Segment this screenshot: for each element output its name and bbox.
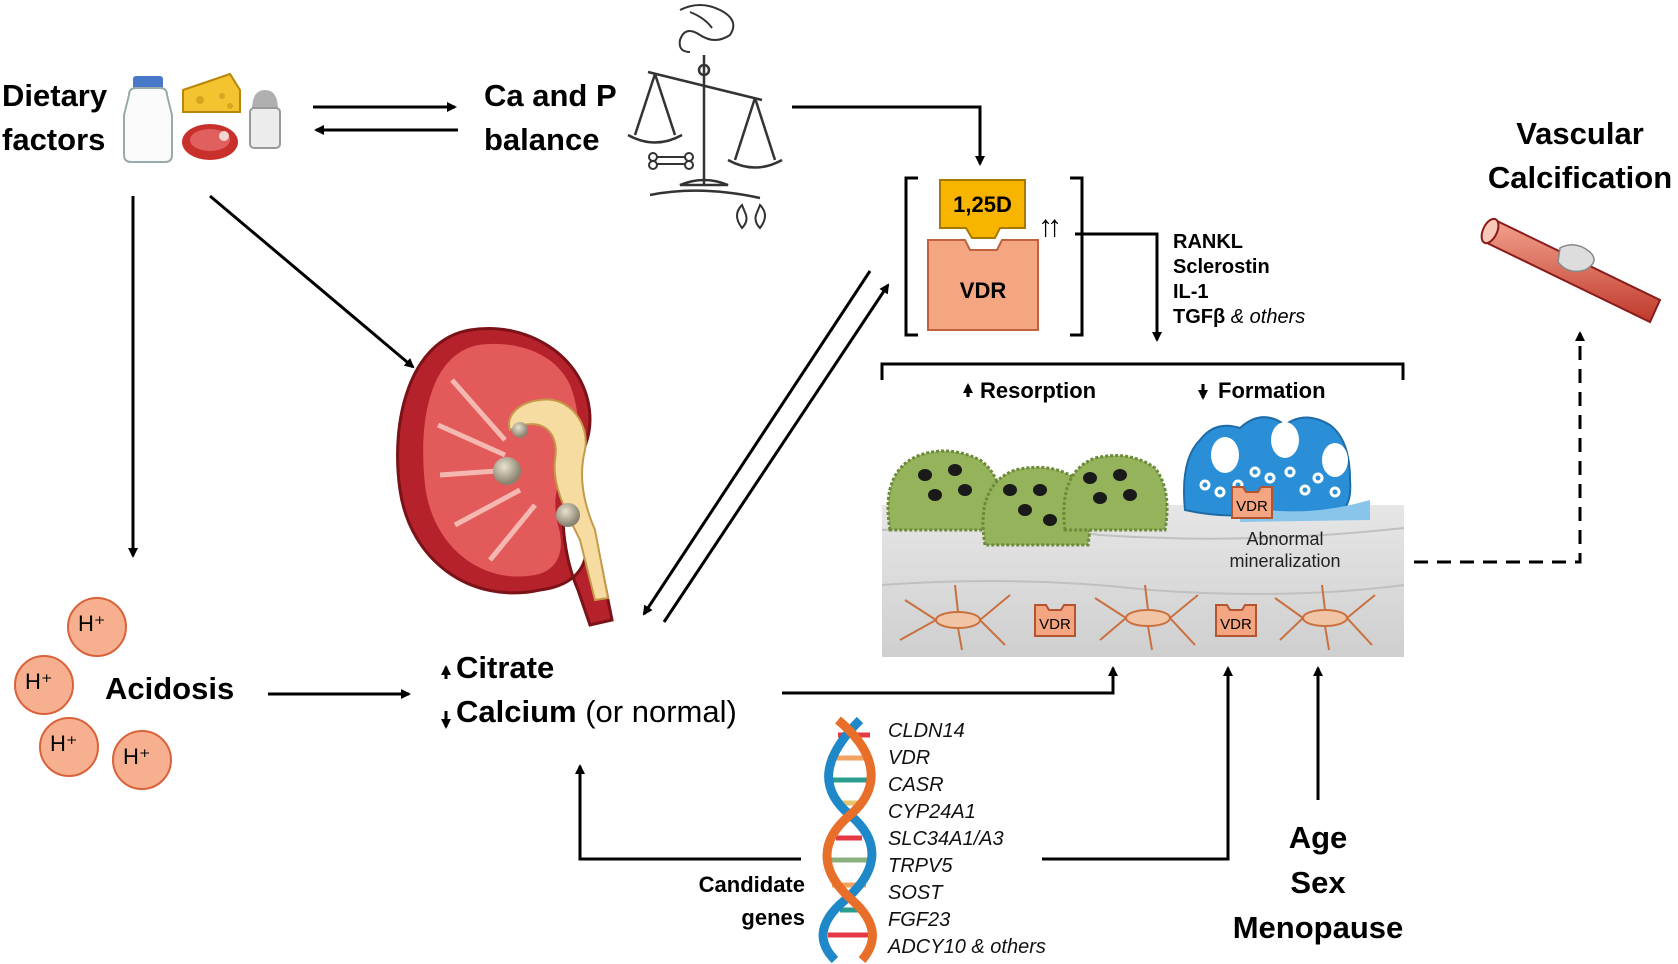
abnormal-mineralization-label: Abnormal mineralization — [1205, 528, 1365, 572]
increase-arrows: ↑↑ — [1038, 210, 1062, 243]
hplus-label-2: H⁺ — [25, 669, 53, 694]
menopause-label: Menopause — [1232, 910, 1404, 945]
intestine-icon — [678, 4, 735, 53]
gene-item: SOST — [888, 882, 943, 904]
demographics-label: Age Sex Menopause — [1218, 815, 1418, 950]
candidate-line1: Candidate — [698, 872, 805, 897]
vascular-line2: Calcification — [1487, 160, 1673, 195]
osteocyte-icon — [899, 584, 1376, 651]
gene-item: ADCY10 — [888, 936, 966, 958]
signal-rankl: RANKL — [1173, 231, 1243, 253]
age-label: Age — [1288, 820, 1348, 855]
hplus-label-4: H⁺ — [123, 744, 151, 769]
hplus-label-1: H⁺ — [78, 611, 106, 636]
candidate-genes-label: Candidate genes — [660, 868, 805, 934]
calcium-row: Calcium (or normal) — [456, 690, 737, 734]
abnormal-line1: Abnormal — [1246, 529, 1324, 549]
gene-item: FGF23 — [888, 909, 951, 931]
dietary-factors-label: Dietary factors — [2, 74, 107, 162]
signal-sclerostin: Sclerostin — [1173, 256, 1270, 278]
acidosis-label: Acidosis — [105, 671, 235, 706]
dietary-line2: factors — [2, 122, 106, 157]
vdr-complex-bracket — [904, 176, 1084, 337]
blood-vessel-icon — [1480, 217, 1662, 324]
meat-icon — [182, 124, 238, 160]
signal-tgfb-row: TGFβ & others — [1173, 305, 1305, 330]
kidney-stone-icon — [396, 327, 614, 627]
vdr-receptor-icon — [927, 239, 1039, 331]
gene-item: CLDN14 — [888, 720, 965, 742]
vascular-line1: Vascular — [1516, 116, 1644, 151]
bone-vdr-label-3: VDR — [1220, 616, 1252, 633]
bone-vdr-boxes — [1034, 486, 1273, 637]
kidney-small-icon — [736, 203, 766, 230]
calcium-suffix: (or normal) — [576, 694, 737, 729]
signal-tgfb: TGFβ — [1173, 306, 1226, 328]
ca-p-line2: balance — [484, 122, 600, 157]
resorption-label: Resorption — [980, 378, 1097, 403]
salt-shaker-icon — [249, 90, 281, 149]
arrows — [128, 102, 1585, 861]
hplus-label-3: H⁺ — [50, 731, 78, 756]
ca-p-balance-label: Ca and P balance — [484, 74, 617, 162]
gene-item: CASR — [888, 774, 944, 796]
osteoclast-icon — [886, 449, 1169, 547]
vascular-calcification-label: Vascular Calcification — [1474, 112, 1678, 200]
milk-bottle-icon — [123, 76, 173, 163]
gene-item: VDR — [888, 747, 931, 769]
gene-list: CLDN14 VDR CASR CYP24A1 SLC34A1/A3 TRPV5… — [888, 718, 1046, 961]
signal-list: RANKL Sclerostin IL-1 TGFβ & others — [1173, 230, 1305, 330]
gene-item: TRPV5 — [888, 855, 953, 877]
signal-il1: IL-1 — [1173, 281, 1209, 303]
ca-p-line1: Ca and P — [484, 78, 617, 113]
cheese-icon — [182, 72, 241, 113]
calcium-label: Calcium — [456, 694, 577, 729]
vitamin-d-label: 1,25D — [953, 192, 1012, 217]
vdr-label: VDR — [959, 278, 1007, 303]
balance-scale-icon — [627, 55, 783, 200]
signal-others: & others — [1230, 306, 1306, 328]
gene-item: CYP24A1 — [888, 801, 976, 823]
osteoblast-icon — [1183, 416, 1370, 522]
vitamin-d-icon — [939, 179, 1026, 239]
bone-panel-bracket — [880, 362, 1405, 380]
gene-item-last: ADCY10 & others — [888, 934, 1046, 961]
dietary-line1: Dietary — [2, 78, 108, 113]
bone-icon — [648, 152, 694, 170]
gene-item: SLC34A1/A3 — [888, 828, 1004, 850]
formation-label: Formation — [1218, 378, 1326, 403]
candidate-line2: genes — [741, 905, 805, 930]
bone-vdr-label-2: VDR — [1039, 616, 1071, 633]
sex-label: Sex — [1290, 865, 1346, 900]
genes-others: & others — [971, 936, 1046, 958]
dna-helix-icon — [818, 716, 877, 964]
abnormal-line2: mineralization — [1229, 551, 1341, 571]
bone-vdr-label-1: VDR — [1236, 498, 1268, 515]
hydrogen-ion-icon — [14, 597, 172, 790]
citrate-label: Citrate — [456, 650, 555, 685]
